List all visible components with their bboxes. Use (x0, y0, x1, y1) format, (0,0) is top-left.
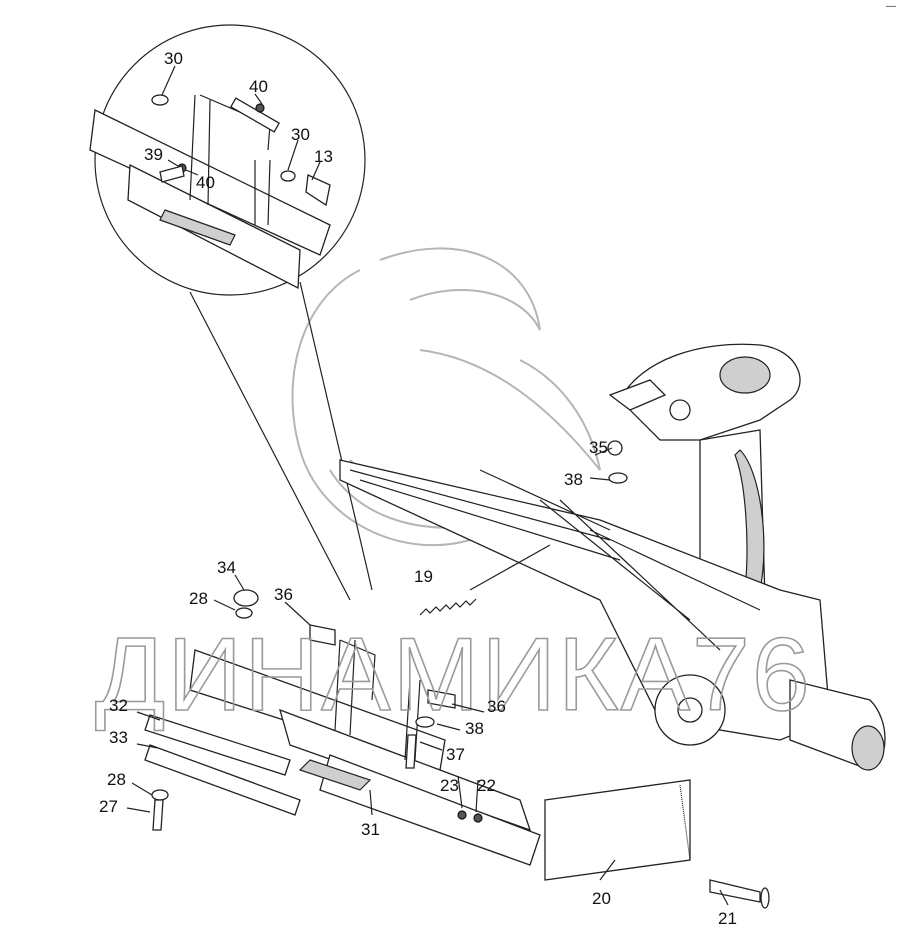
callout-31: 31 (361, 820, 380, 839)
callout-34: 34 (217, 558, 236, 577)
callout-39: 39 (144, 145, 163, 164)
callout-36: 36 (487, 697, 506, 716)
axle-beam-assembly (339, 343, 886, 771)
callout-23: 23 (440, 776, 459, 795)
callout-40: 40 (249, 77, 268, 96)
callout-22: 22 (477, 776, 496, 795)
callout-20: 20 (592, 889, 611, 908)
callout-37: 37 (446, 745, 465, 764)
callout-38: 38 (564, 470, 583, 489)
callout-32: 32 (109, 696, 128, 715)
callout-28: 28 (107, 770, 126, 789)
spring (419, 544, 551, 616)
watermark-text: ДИНАМИКА76 (95, 617, 812, 733)
bracket-assembly (144, 589, 770, 909)
callout-33: 33 (109, 728, 128, 747)
callout-36: 36 (274, 585, 293, 604)
callout-labels: 30 40 30 13 39 40 35 38 34 28 36 19 32 3… (99, 49, 737, 928)
callout-21: 21 (718, 909, 737, 928)
detail-magnifier (89, 24, 373, 601)
callout-30: 30 (164, 49, 183, 68)
callout-30: 30 (291, 125, 310, 144)
callout-28: 28 (189, 589, 208, 608)
callout-13: 13 (314, 147, 333, 166)
callout-19: 19 (414, 567, 433, 586)
callout-35: 35 (589, 438, 608, 457)
callout-27: 27 (99, 797, 118, 816)
corner-mark: — (886, 1, 896, 12)
callout-38: 38 (465, 719, 484, 738)
callout-40: 40 (196, 173, 215, 192)
leader-lines (126, 65, 729, 906)
